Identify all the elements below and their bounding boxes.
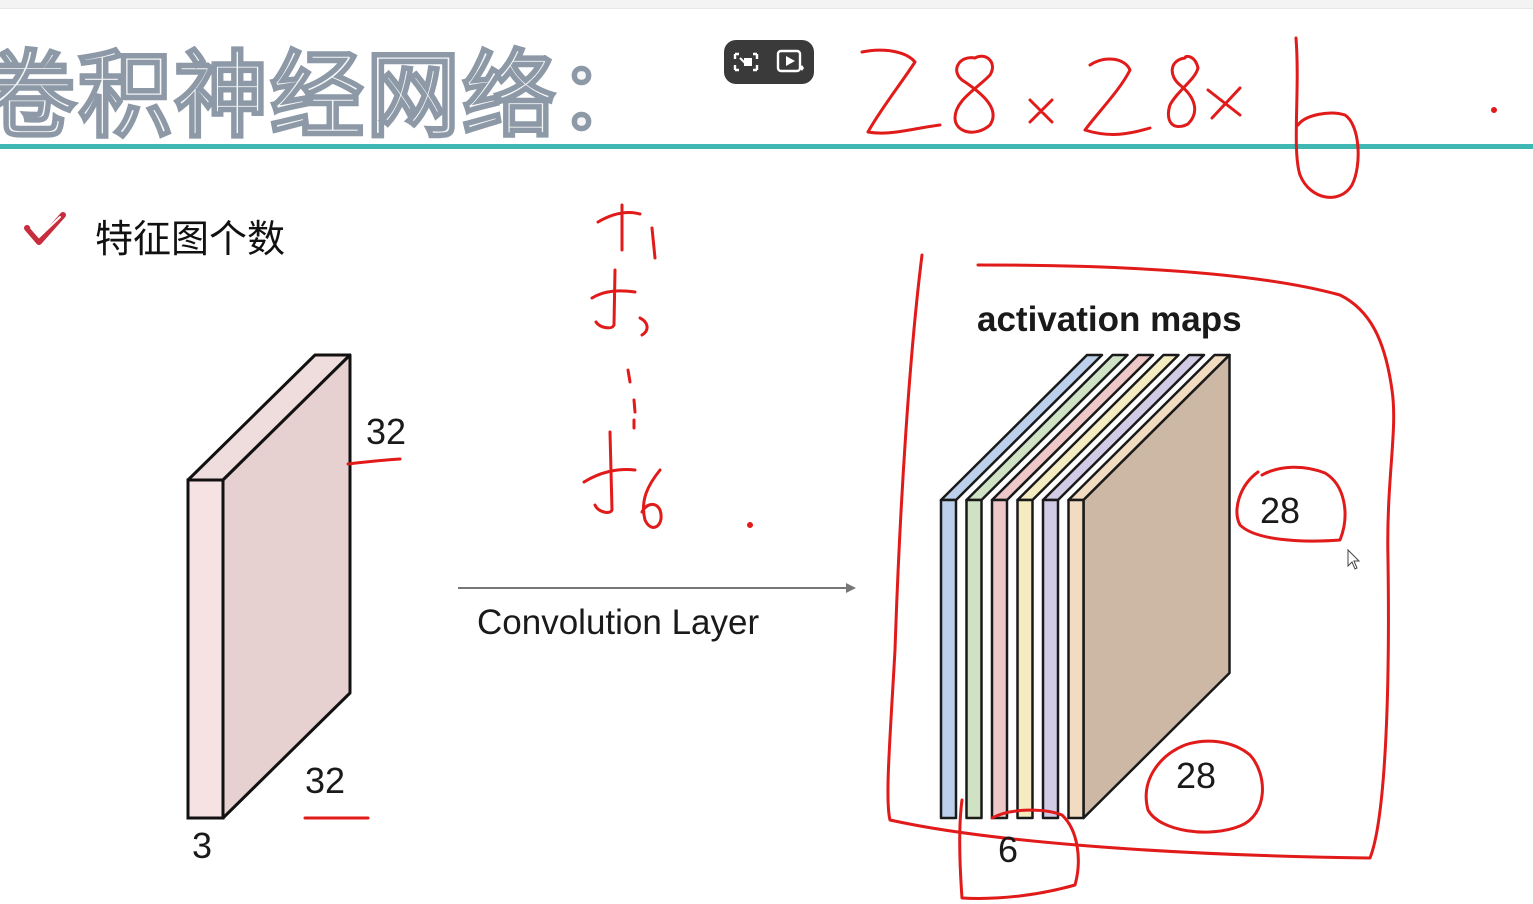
input-depth-label: 3 [192, 825, 213, 866]
hand-circle-6 [958, 798, 1080, 900]
input-height-label: 32 [366, 411, 407, 452]
picture-in-picture-icon[interactable] [732, 49, 760, 75]
input-side-face [221, 353, 352, 820]
output-width-label: 28 [1176, 755, 1217, 796]
activation-map-6-front [1067, 498, 1085, 820]
output-height-label: 28 [1260, 490, 1301, 531]
title-rule [0, 144, 1533, 149]
output-depth-label: 6 [998, 829, 1019, 870]
hand-enclosing-box [886, 253, 1396, 860]
input-volume [186, 353, 352, 820]
ai-video-play-icon[interactable] [776, 48, 806, 76]
hand-circle-28-bottom [1144, 739, 1264, 834]
activation-maps-title: activation maps [977, 300, 1242, 339]
conv-arrow [458, 583, 856, 593]
activation-map-3-front [990, 498, 1009, 820]
hand-dim-note [860, 36, 1360, 199]
video-controls [724, 40, 814, 84]
mouse-cursor-icon [1347, 548, 1361, 570]
activation-map-4-front [1016, 498, 1034, 820]
hand-circle-28-right [1235, 465, 1347, 543]
convolution-layer-label: Convolution Layer [477, 603, 760, 642]
slide-title: 卷积神经网络： [0, 41, 655, 153]
activation-map-2-front [965, 498, 983, 820]
activation-map-5-front [1041, 498, 1060, 820]
hand-filters [582, 203, 663, 529]
bullet-text: 特征图个数 [95, 217, 286, 261]
activation-map-1-front [939, 498, 958, 820]
activation-maps-volume [939, 353, 1231, 820]
top-strip [0, 0, 1533, 9]
input-width-label: 32 [305, 760, 346, 801]
checkmark-icon [24, 212, 66, 245]
hand-underline-32-top [346, 457, 402, 466]
input-front-face [186, 478, 225, 820]
handwritten-annotations [303, 36, 1497, 900]
